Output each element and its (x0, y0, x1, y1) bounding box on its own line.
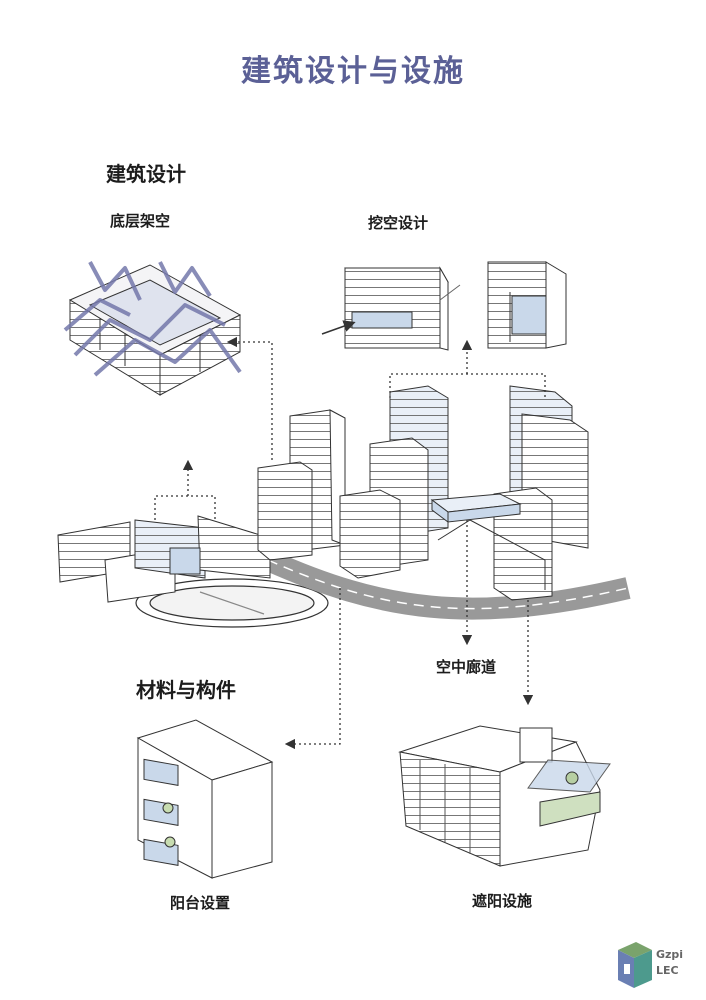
low-school-buildings (57, 515, 271, 603)
stilt-block-illustration (68, 264, 242, 396)
playground-track (135, 578, 329, 628)
tower-group (257, 385, 589, 601)
section-heading-materials: 材料与构件 (136, 678, 236, 702)
balcony-building (136, 719, 274, 879)
logo-mark (618, 942, 652, 988)
leader-arrows (154, 336, 546, 750)
label-balcony: 阳台设置 (170, 894, 231, 912)
shading-building (398, 725, 611, 867)
logo-text-bottom: LEC (656, 964, 679, 977)
sky-corridor (430, 493, 522, 523)
label-hollow: 挖空设计 (368, 214, 429, 232)
label-corridor: 空中廊道 (436, 658, 497, 676)
hollow-block-right (487, 261, 567, 349)
airflow-arrows (63, 261, 242, 377)
road (263, 549, 631, 620)
logo-text-top: Gzpi (656, 948, 684, 961)
label-shading: 遮阳设施 (472, 892, 533, 910)
label-stilts: 底层架空 (110, 212, 171, 230)
section-heading-design: 建筑设计 (106, 162, 186, 186)
hollow-block-left (344, 266, 449, 351)
page-title: 建筑设计与设施 (241, 54, 465, 89)
